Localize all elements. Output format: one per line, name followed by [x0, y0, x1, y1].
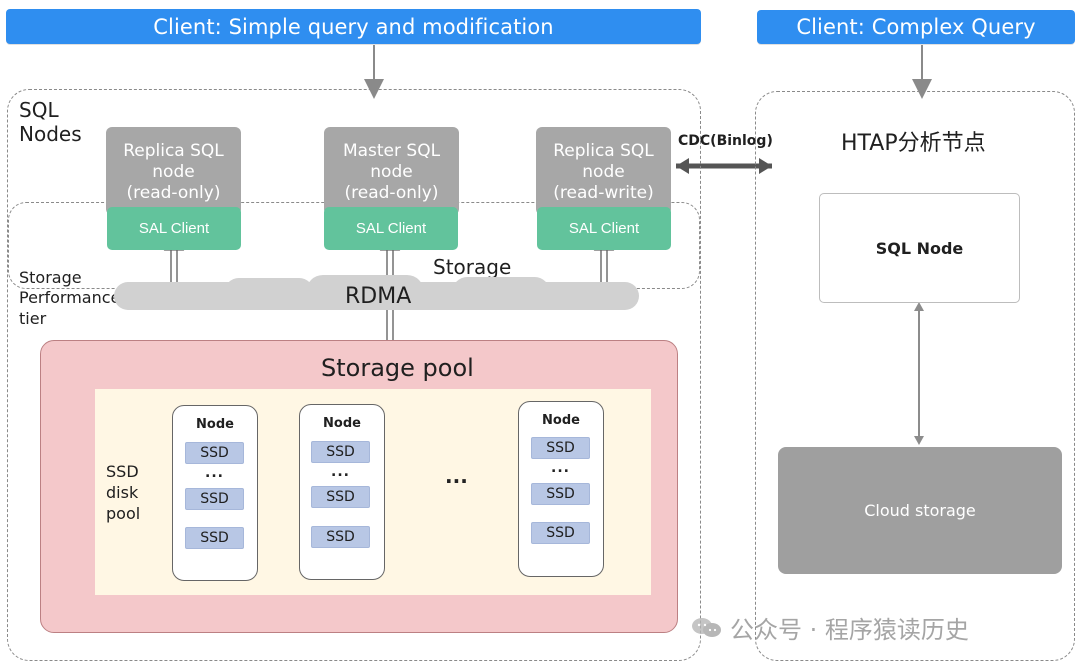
watermark: 公众号 · 程序猿读历史	[690, 610, 969, 645]
master-sql-node: Master SQL node (read-only)	[324, 127, 459, 215]
storage-node-3-title: Node	[542, 413, 580, 428]
storage-node-1-ssd-3: SSD	[185, 527, 244, 549]
htap-title: HTAP分析节点	[841, 131, 986, 156]
sal-client-left-label: SAL Client	[138, 220, 210, 237]
cloud-storage-card: Cloud storage	[778, 447, 1062, 574]
storage-node-1-ssd-2: SSD	[185, 488, 244, 510]
storage-label: Storage	[433, 255, 512, 279]
cdc-left-arrowhead	[676, 158, 689, 174]
htap-sql-node-label: SQL Node	[875, 238, 964, 258]
htap-zone	[755, 91, 1075, 661]
storage-performance-tier-label: Storage Performance tier	[19, 268, 121, 328]
storage-node-2-ssd-2: SSD	[311, 486, 370, 508]
cloud-storage-label: Cloud storage	[864, 501, 976, 520]
sal-client-left: SAL Client	[107, 207, 241, 250]
storage-pool-title: Storage pool	[321, 354, 474, 382]
storage-node-1-ssd-1: SSD	[185, 442, 244, 464]
client-complex-query-label: Client: Complex Query	[796, 15, 1036, 39]
storage-node-3-ssd-3: SSD	[531, 522, 590, 544]
client-complex-query-bar: Client: Complex Query	[757, 10, 1075, 44]
sql-nodes-label: SQL Nodes	[19, 98, 82, 146]
replica-sql-node-right: Replica SQL node (read-write)	[536, 127, 671, 215]
cdc-binlog-label: CDC(Binlog)	[678, 133, 773, 149]
sal-client-middle-label: SAL Client	[355, 220, 427, 237]
storage-node-2-ssd-3: SSD	[311, 526, 370, 548]
watermark-text: 公众号 · 程序猿读历史	[730, 616, 969, 644]
client-simple-query-label: Client: Simple query and modification	[153, 14, 554, 39]
storage-node-1-title: Node	[196, 417, 234, 432]
htap-sql-node-card: SQL Node	[819, 193, 1020, 303]
rdma-cloud-bump-2	[306, 275, 424, 309]
client-simple-query-bar: Client: Simple query and modification	[6, 9, 701, 44]
storage-node-3-ssd-2: SSD	[531, 483, 590, 505]
ssd-disk-pool-label: SSD disk pool	[106, 462, 141, 523]
htap-bottom-arrowhead	[914, 436, 924, 445]
storage-node-1-ellipsis: ...	[205, 465, 224, 481]
left-main-zone	[7, 89, 701, 661]
rdma-cloud-bump-3	[452, 277, 550, 308]
storage-node-2-ssd-1: SSD	[311, 441, 370, 463]
storage-pool-middle-ellipsis: ...	[445, 464, 468, 488]
storage-node-3-ssd-1: SSD	[531, 437, 590, 459]
rdma-cloud-bump-1	[224, 278, 314, 308]
storage-node-3-ellipsis: ...	[551, 460, 570, 476]
htap-top-arrowhead	[914, 302, 924, 311]
storage-node-2-ellipsis: ...	[331, 464, 350, 480]
wechat-icon	[692, 617, 721, 637]
cdc-right-arrowhead	[759, 158, 772, 174]
replica-sql-node-left: Replica SQL node (read-only)	[106, 127, 241, 215]
storage-node-2-title: Node	[323, 416, 361, 431]
sal-client-middle: SAL Client	[324, 207, 458, 250]
sal-client-right: SAL Client	[537, 207, 671, 250]
sal-client-right-label: SAL Client	[568, 220, 640, 237]
rdma-label: RDMA	[345, 284, 412, 309]
